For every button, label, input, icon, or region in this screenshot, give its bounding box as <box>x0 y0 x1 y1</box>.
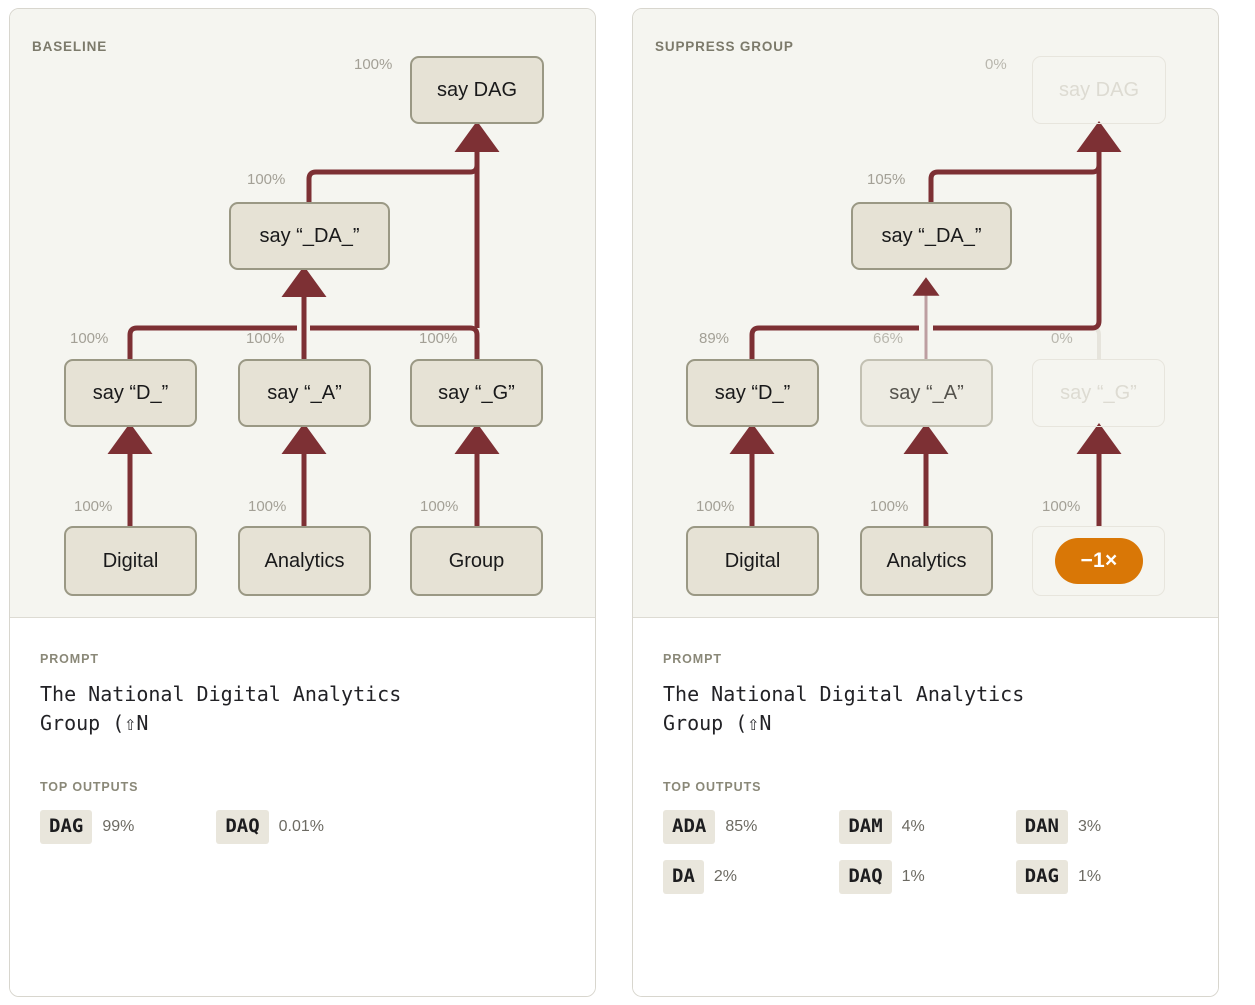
edge-label-da-suppress: 105% <box>867 171 906 188</box>
panel-title-suppress: SUPPRESS GROUP <box>655 39 794 54</box>
node-say-d-suppress[interactable]: say “D_” <box>686 359 819 427</box>
edge-label-d-baseline: 100% <box>70 330 109 347</box>
attribution-graph-suppress <box>729 120 1122 526</box>
node-label: say DAG <box>1058 78 1140 101</box>
node-label: say “_A” <box>267 381 342 404</box>
output-token: DAQ <box>216 810 269 844</box>
edge-label-a-suppress: 66% <box>873 330 904 347</box>
edge-label-group-suppress: 100% <box>1042 498 1081 515</box>
output-probability: 4% <box>901 818 925 835</box>
edge-da-to-dag <box>928 139 1102 202</box>
graph-canvas-suppress: SUPPRESS GROUP <box>633 9 1218 618</box>
graph-canvas-baseline: BASELINE <box>10 9 595 618</box>
output-item[interactable]: DAM 4% <box>839 810 1011 844</box>
panel-baseline: BASELINE <box>9 8 596 997</box>
output-item[interactable]: ADA 85% <box>663 810 835 844</box>
node-group-baseline[interactable]: Group <box>410 526 543 596</box>
edge-d-to-da <box>127 325 297 359</box>
edge-label-a-baseline: 100% <box>246 330 285 347</box>
node-label: say “_DA_” <box>881 224 982 247</box>
output-token: ADA <box>663 810 716 844</box>
output-token: DAN <box>1015 810 1068 844</box>
edge-d-to-da <box>749 325 919 359</box>
edge-label-g-baseline: 100% <box>419 330 458 347</box>
attribution-graph-baseline <box>107 120 500 526</box>
output-token: DAG <box>1015 860 1068 894</box>
output-item[interactable]: DAQ 1% <box>839 860 1011 894</box>
node-label: say DAG <box>436 78 518 101</box>
output-token: DAG <box>40 810 93 844</box>
output-probability: 2% <box>713 868 738 885</box>
node-group-suppress[interactable] <box>1032 526 1165 596</box>
outputs-grid-baseline: DAG 99% DAQ 0.01% <box>40 810 565 844</box>
edge-label-analytics-baseline: 100% <box>248 498 287 515</box>
edge-label-digital-baseline: 100% <box>74 498 113 515</box>
node-say-da-suppress[interactable]: say “_DA_” <box>851 202 1012 270</box>
output-probability: 0.01% <box>278 818 325 835</box>
node-say-da-baseline[interactable]: say “_DA_” <box>229 202 390 270</box>
node-say-g-suppress[interactable]: say “_G” <box>1032 359 1165 427</box>
node-say-dag-baseline[interactable]: say DAG <box>410 56 544 124</box>
prompt-text-baseline: The National Digital Analytics Group (⇧N <box>40 682 402 735</box>
output-item[interactable]: DA 2% <box>663 860 835 894</box>
node-label: say “_G” <box>1060 381 1137 404</box>
edge-label-group-baseline: 100% <box>420 498 459 515</box>
node-digital-baseline[interactable]: Digital <box>64 526 197 596</box>
output-probability: 99% <box>102 818 135 835</box>
output-item[interactable]: DAQ 0.01% <box>216 810 388 844</box>
output-probability: 85% <box>725 818 758 835</box>
node-label: Group <box>448 549 505 572</box>
prompt-label-baseline: PROMPT <box>40 652 99 666</box>
node-label: Digital <box>102 549 159 572</box>
prompt-label-suppress: PROMPT <box>663 652 722 666</box>
node-say-g-baseline[interactable]: say “_G” <box>410 359 543 427</box>
info-panel-baseline: PROMPT The National Digital Analytics Gr… <box>10 618 595 996</box>
output-probability: 1% <box>901 868 925 885</box>
edge-label-g-suppress: 0% <box>1051 330 1073 347</box>
edge-g-to-da <box>310 325 480 359</box>
node-say-a-baseline[interactable]: say “_A” <box>238 359 371 427</box>
output-probability: 1% <box>1077 868 1102 885</box>
node-label: Analytics <box>886 549 967 572</box>
edge-label-analytics-suppress: 100% <box>870 498 909 515</box>
edge-label-dag-baseline: 100% <box>354 56 393 73</box>
node-label: say “_G” <box>438 381 515 404</box>
output-item[interactable]: DAG 1% <box>1015 860 1188 894</box>
edge-g-to-da-suppressed <box>933 326 1101 359</box>
node-say-d-baseline[interactable]: say “D_” <box>64 359 197 427</box>
suppression-pill[interactable]: −1× <box>1055 538 1143 584</box>
output-item[interactable]: DAG 99% <box>40 810 212 844</box>
node-label: say “_DA_” <box>259 224 360 247</box>
node-say-a-suppress[interactable]: say “_A” <box>860 359 993 427</box>
prompt-text-suppress: The National Digital Analytics Group (⇧N <box>663 682 1025 735</box>
edge-label-da-baseline: 100% <box>247 171 286 188</box>
node-label: Analytics <box>264 549 345 572</box>
output-item[interactable]: DAN 3% <box>1015 810 1188 844</box>
node-label: say “_A” <box>889 381 964 404</box>
output-probability: 3% <box>1077 818 1102 835</box>
edge-label-digital-suppress: 100% <box>696 498 735 515</box>
node-digital-suppress[interactable]: Digital <box>686 526 819 596</box>
edge-label-d-suppress: 89% <box>699 330 730 347</box>
node-label: say “D_” <box>714 381 791 404</box>
node-say-dag-suppress[interactable]: say DAG <box>1032 56 1166 124</box>
node-analytics-baseline[interactable]: Analytics <box>238 526 371 596</box>
panel-title-baseline: BASELINE <box>32 39 108 54</box>
node-label: say “D_” <box>92 381 169 404</box>
panel-suppress-group: SUPPRESS GROUP <box>632 8 1219 997</box>
edge-label-dag-suppress: 0% <box>985 56 1007 73</box>
edge-da-to-dag <box>306 139 480 202</box>
node-label: Digital <box>724 549 781 572</box>
output-token: DAQ <box>839 860 892 894</box>
output-token: DAM <box>839 810 892 844</box>
outputs-label-baseline: TOP OUTPUTS <box>40 780 139 794</box>
outputs-grid-suppress: ADA 85% DAM 4% DAN 3% DA 2% DAQ 1% <box>663 810 1188 894</box>
edge-rail-to-dag <box>933 120 1122 331</box>
info-panel-suppress: PROMPT The National Digital Analytics Gr… <box>633 618 1218 996</box>
outputs-label-suppress: TOP OUTPUTS <box>663 780 762 794</box>
node-analytics-suppress[interactable]: Analytics <box>860 526 993 596</box>
output-token: DA <box>663 860 704 894</box>
